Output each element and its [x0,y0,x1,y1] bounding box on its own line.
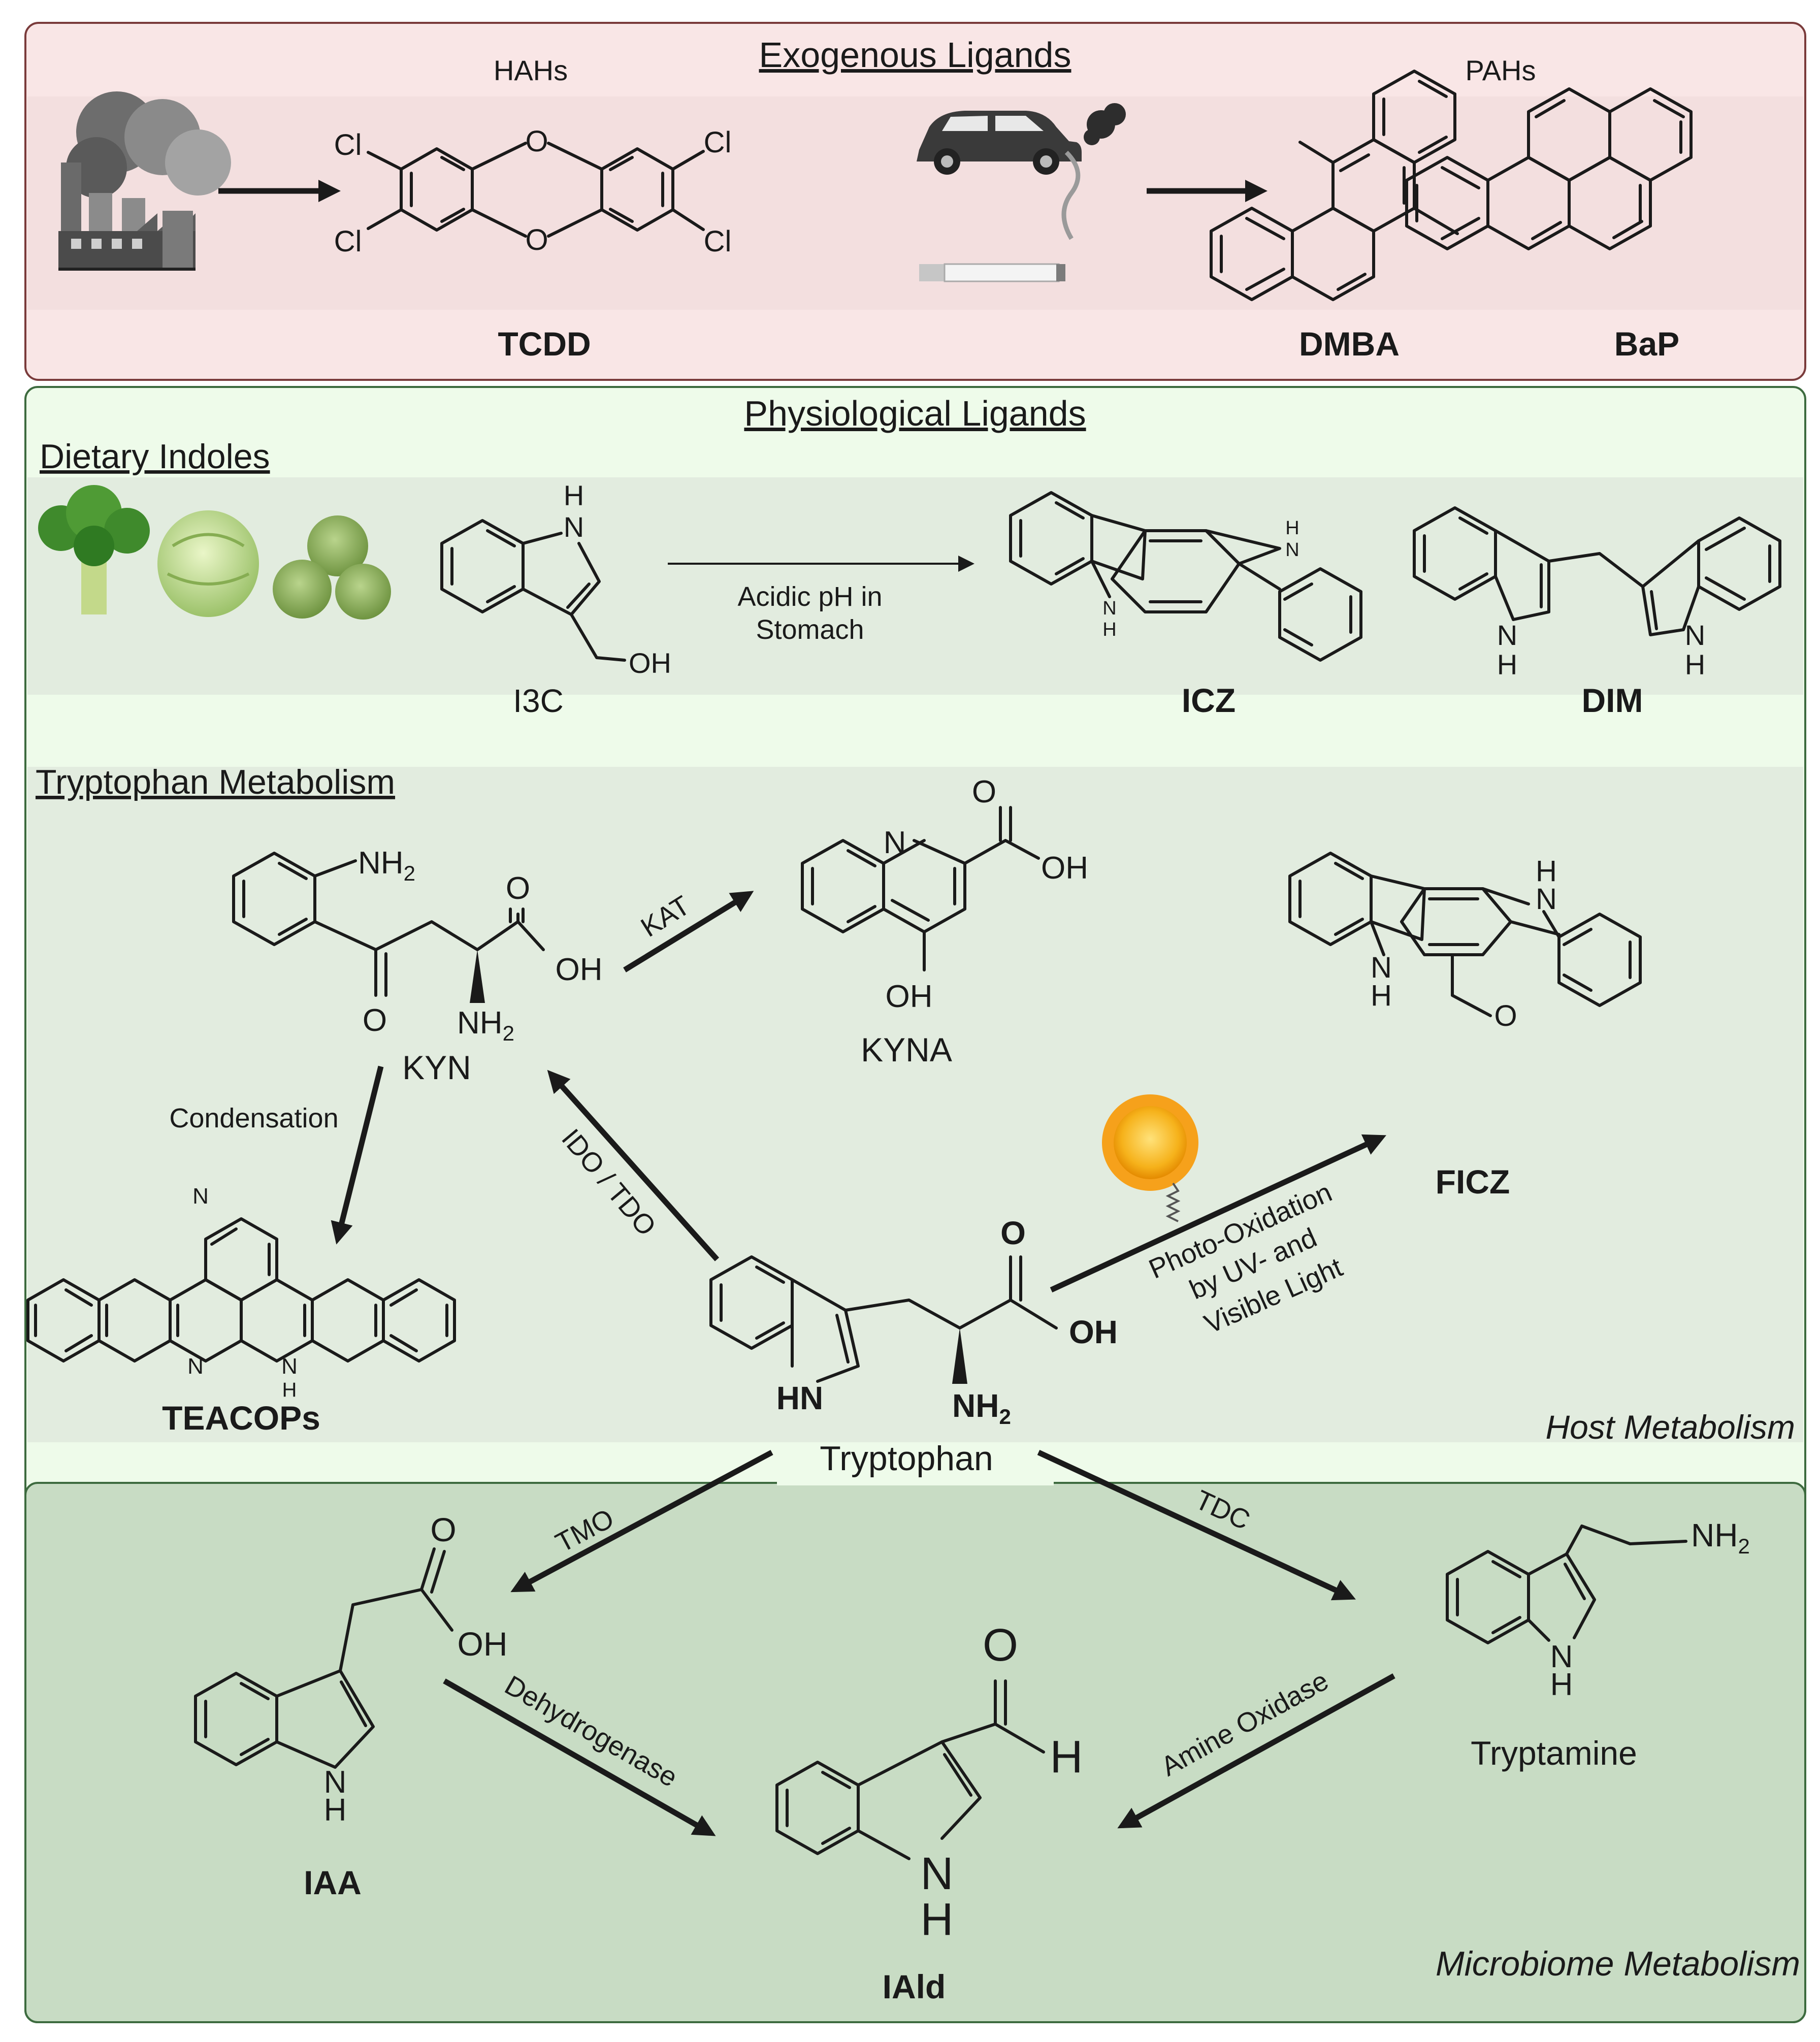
dim-n2: N [1685,619,1705,651]
kyna-oh2: OH [886,979,933,1014]
trp-hn: HN [776,1380,823,1416]
acidic-ph-line2: Stomach [756,614,864,645]
dim-label: DIM [1582,682,1643,719]
kyn-nh2b: NH2 [457,1006,514,1045]
ficz-label: FICZ [1436,1163,1510,1201]
tryptophan-structure [709,1255,1058,1384]
exogenous-title: Exogenous Ligands [759,35,1071,75]
car-icon [917,103,1126,175]
kyna-label: KYNA [861,1031,952,1068]
tcdd-o1: O [525,125,548,158]
iald-h-ald: H [1050,1732,1083,1782]
sun-icon [1102,1094,1198,1222]
kyn-o-acid: O [506,871,530,906]
iaa-h: H [324,1793,347,1828]
dmba-label: DMBA [1299,325,1400,363]
dmba-structure [1210,70,1459,301]
teacops-structure [26,1217,456,1363]
i3c-n: N [564,511,584,543]
ficz-n1: N [1536,883,1557,916]
kyn-o-keto: O [363,1003,387,1038]
icz-n-bot: N [1102,598,1116,619]
iald-label: IAld [883,1968,946,2005]
tryptamine-structure [1446,1525,1687,1644]
iald-structure [775,1679,1045,1860]
brussels-sprouts-icon [273,515,391,620]
iaa-structure [194,1547,453,1769]
ficz-structure [1288,852,1642,1017]
trp-oh: OH [1069,1314,1118,1350]
broccoli-icon [38,485,150,614]
iaa-n: N [324,1765,347,1800]
icz-structure [1009,491,1362,662]
tryptamine-n: N [1550,1639,1573,1674]
ficz-n2: N [1371,951,1392,984]
teacops-label: TEACOPs [162,1399,320,1437]
host-metabolism-label: Host Metabolism [1546,1408,1796,1446]
iaa-o: O [430,1511,456,1548]
teacops-h: H [282,1379,297,1401]
tcdd-cl1: Cl [334,128,362,161]
cabbage-icon [157,510,259,617]
tryptophan-label-2: Tryptophan [820,1439,993,1478]
tryptamine-h: H [1550,1667,1573,1702]
icz-h-top: H [1285,517,1299,539]
tryptamine-label: Tryptamine [1471,1734,1637,1772]
icz-h-bot: H [1102,619,1116,640]
microbiome-panel: Tryptophan TMO TDC O OH N H IAA Dehydrog… [24,1439,1806,2023]
dim-n1: N [1497,619,1517,651]
ficz-h1: H [1536,855,1557,888]
kyna-oh: OH [1041,851,1088,886]
teacops-n2: N [187,1354,204,1379]
condensation-label: Condensation [169,1103,338,1133]
tcdd-structure [367,142,705,238]
exogenous-panel: Exogenous Ligands HAHs PAHs [24,22,1806,381]
dim-structure [1413,506,1781,636]
hahs-label: HAHs [494,54,568,86]
kyna-structure [801,806,1040,971]
tcdd-label: TCDD [498,325,591,363]
ficz-h2: H [1371,979,1392,1012]
iald-o: O [983,1620,1018,1671]
iaa-oh: OH [458,1625,508,1663]
iald-n: N [921,1849,954,1899]
bap-structure [1405,87,1693,250]
microbiome-metabolism-label: Microbiome Metabolism [1436,1944,1800,1983]
i3c-structure [440,519,626,662]
kyn-nh2: NH2 [358,846,415,885]
kyn-structure [232,852,545,1003]
icz-label: ICZ [1182,682,1236,719]
kyn-label: KYN [402,1049,471,1086]
cigarette-icon [919,150,1081,282]
tryptamine-nh2: NH2 [1691,1517,1750,1558]
icz-n-top: N [1285,539,1299,561]
bap-label: BaP [1614,325,1679,363]
i3c-oh: OH [629,647,671,679]
physiological-title: Physiological Ligands [744,394,1086,433]
tcdd-cl2: Cl [334,225,362,258]
ficz-o: O [1494,999,1517,1032]
kyna-n: N [884,825,906,860]
teacops-n3: N [281,1354,298,1379]
tryptophan-metabolism-title: Tryptophan Metabolism [36,763,395,801]
i3c-h: H [564,479,584,511]
iald-h: H [921,1894,954,1945]
iaa-label: IAA [304,1864,362,1901]
tcdd-cl3: Cl [704,126,732,159]
kyna-o: O [972,774,996,809]
dietary-indoles-title: Dietary Indoles [40,437,270,476]
trp-o: O [1000,1215,1026,1251]
factory-icon [58,91,231,271]
kyn-oh: OH [556,952,603,987]
pahs-label: PAHs [1466,54,1536,86]
dim-h1: H [1497,649,1517,680]
acidic-ph-line1: Acidic pH in [737,581,882,612]
tcdd-cl4: Cl [704,225,732,258]
dim-h2: H [1685,649,1705,680]
teacops-n1: N [192,1184,209,1209]
i3c-label: I3C [513,683,564,719]
trp-nh2: NH2 [952,1387,1011,1429]
tcdd-o2: O [525,223,548,256]
